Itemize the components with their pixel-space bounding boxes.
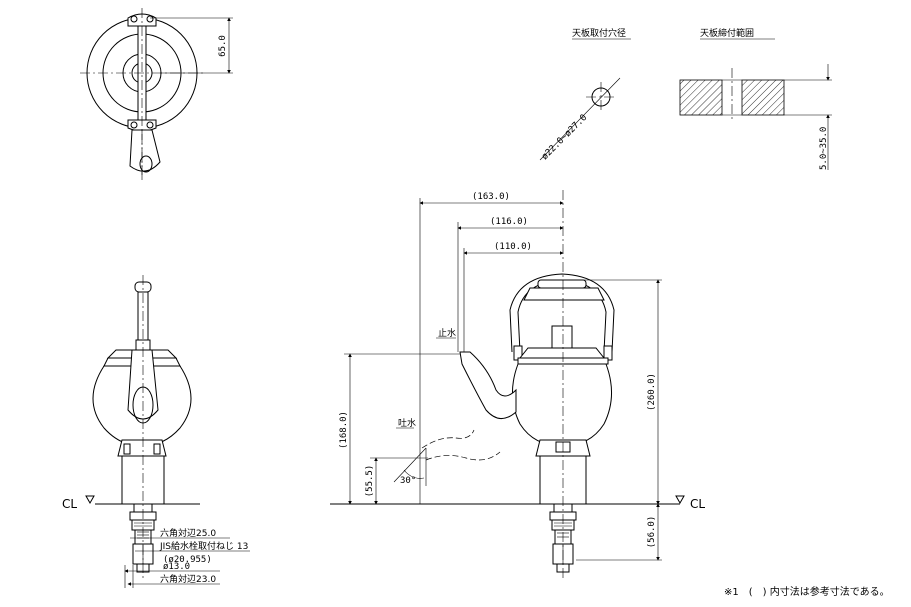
angle-30: 30°	[400, 476, 416, 486]
range-title: 天板締付範囲	[700, 27, 754, 39]
dim-116: (116.0)	[490, 217, 528, 227]
dim-260: (260.0)	[647, 373, 657, 411]
jis-thread: JIS給水栓取付ねじ 13	[159, 540, 248, 552]
label-stop: 止水	[438, 327, 456, 339]
cl-left: CL	[62, 497, 77, 511]
hole-dim: ø22.0~ø27.0	[540, 113, 589, 162]
dim-55: (55.5)	[365, 465, 375, 498]
dia-13: ø13.0	[163, 562, 190, 572]
range-detail: 天板締付範囲 5.0~35.0	[679, 27, 832, 170]
dim-168: (168.0)	[339, 411, 349, 449]
dim-65: 65.0	[218, 35, 228, 57]
dia-20: (ø20.955)	[163, 555, 212, 565]
dim-163: (163.0)	[472, 192, 510, 202]
dim-56: (56.0)	[647, 516, 657, 549]
front-view: CL 六角対辺25.0 JIS給水栓取付ねじ 13 (ø20.955) ø13.…	[62, 275, 250, 588]
hex-23: 六角対辺23.0	[160, 573, 216, 585]
hex-25: 六角対辺25.0	[160, 527, 216, 539]
label-discharge: 吐水	[398, 417, 416, 429]
hole-detail: 天板取付穴径 ø22.0~ø27.0	[539, 27, 631, 162]
side-view: CL 30° 止水 吐水 (163.0) (116.0) (110.0) (26…	[330, 190, 705, 580]
range-dim: 5.0~35.0	[819, 127, 829, 170]
dim-110: (110.0)	[494, 242, 532, 252]
footnote: ※1 ( ) 内寸法は参考寸法である。	[724, 585, 890, 598]
top-view: 65.0	[80, 8, 233, 180]
hole-title: 天板取付穴径	[572, 27, 626, 39]
cl-right: CL	[690, 497, 705, 511]
